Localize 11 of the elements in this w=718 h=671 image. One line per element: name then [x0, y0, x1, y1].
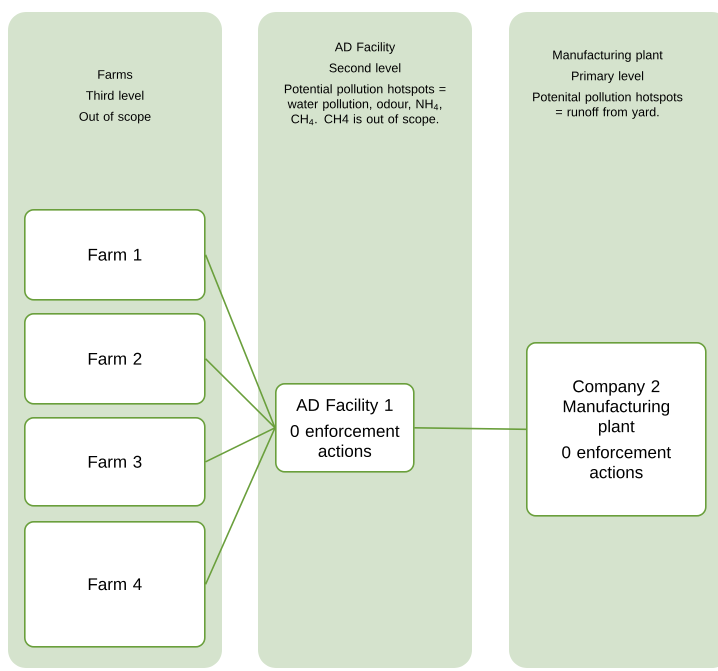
process-box: Farm 2 [24, 313, 206, 405]
connector-line [205, 358, 276, 428]
process-box: Farm 4 [24, 521, 206, 648]
connector-line [204, 427, 276, 585]
process-box: Company 2 Manufacturing plant 0 enforcement actions [526, 342, 707, 517]
connector-line [414, 427, 526, 430]
connector-line [204, 254, 276, 428]
process-box: AD Facility 1 0 enforcement actions [275, 383, 415, 473]
process-box: Farm 1 [24, 209, 206, 301]
connector-line [205, 427, 276, 463]
process-box: Farm 3 [24, 417, 206, 507]
